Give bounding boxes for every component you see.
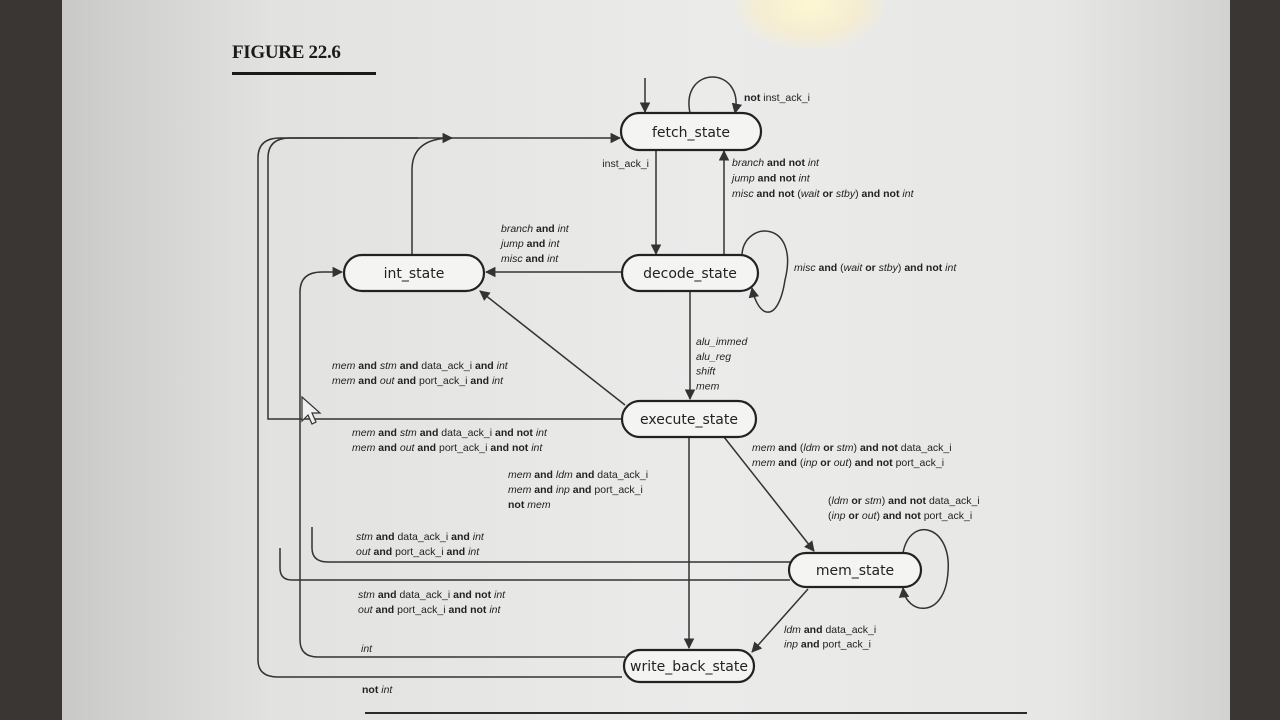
state-execute-label: execute_state [640, 412, 738, 428]
label-fetch-self: not inst_ack_i [744, 92, 810, 104]
edge-mem-to-int [311, 527, 790, 563]
edge-execute-to-mem [723, 436, 815, 552]
edge-execute-to-int [479, 290, 626, 406]
edge-decode-self [741, 230, 789, 313]
state-write-back: write_back_state [622, 648, 756, 684]
state-decode: decode_state [620, 253, 760, 293]
state-int-label: int_state [384, 266, 445, 282]
figure-label: FIGURE 22.6 [232, 42, 341, 63]
mouse-cursor-icon [301, 395, 322, 425]
edge-mem-to-write-back [751, 588, 809, 653]
state-int: int_state [342, 253, 486, 293]
edge-mem-to-fetch [279, 548, 790, 581]
label-write-back-to-int: int [361, 643, 373, 655]
label-write-back-to-fetch: not int [362, 684, 393, 696]
state-mem: mem_state [787, 551, 923, 589]
state-execute: execute_state [620, 399, 758, 439]
state-decode-label: decode_state [643, 266, 737, 282]
label-fetch-to-decode: inst_ack_i [602, 158, 649, 170]
page-bottom-rule [365, 712, 1027, 714]
edge-fetch-self [688, 76, 743, 115]
edge-write-back-to-int [299, 266, 625, 658]
edge-int-to-fetch [411, 132, 454, 255]
state-mem-label: mem_state [816, 563, 894, 579]
state-write-back-label: write_back_state [630, 659, 748, 675]
state-fetch: fetch_state [619, 111, 763, 152]
edge-mem-self [898, 528, 949, 610]
label-mem-self: (ldm or stm) and not data_ack_i(inp or o… [828, 495, 980, 522]
figure-label-underline [232, 72, 376, 75]
edge-write-back-to-fetch [257, 137, 622, 678]
state-fetch-label: fetch_state [652, 125, 730, 141]
transition-edges [257, 76, 949, 678]
label-decode-self: misc and (wait or stby) and not int [794, 262, 957, 274]
